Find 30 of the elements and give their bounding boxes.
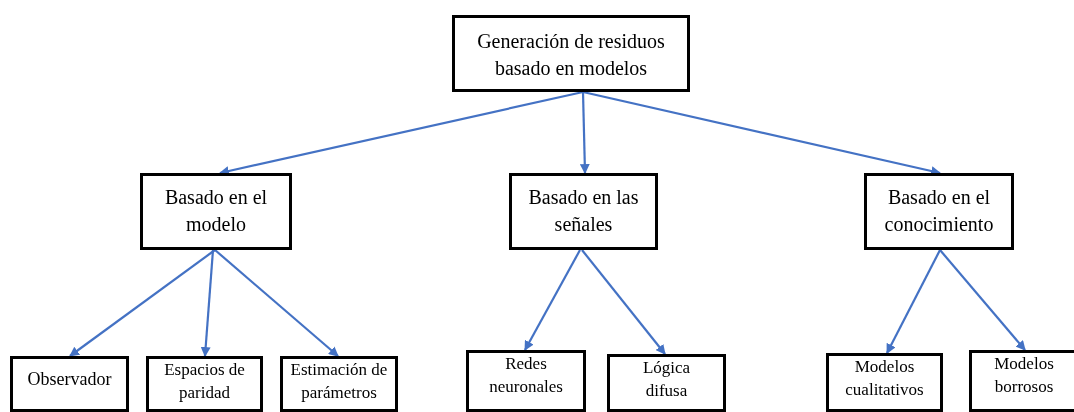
category-box	[509, 173, 658, 250]
arrow	[69, 249, 216, 357]
node-label: Lógica difusa	[641, 357, 692, 402]
node-label: Basado en el modelo	[163, 185, 269, 237]
arrow	[524, 249, 581, 351]
category-box	[146, 356, 263, 412]
category-box	[280, 356, 398, 412]
category-box	[969, 350, 1074, 412]
category-box	[466, 350, 586, 412]
arrow	[200, 249, 215, 357]
arrow	[581, 249, 666, 355]
category-box	[140, 173, 292, 250]
node-label: Estimación de parámetros	[289, 359, 389, 404]
node-label: Generación de residuos basado en modelos	[476, 29, 666, 81]
node-label: Espacios de paridad	[163, 359, 246, 404]
category-box	[452, 15, 690, 92]
arrow	[939, 249, 1026, 351]
arrow	[214, 249, 339, 357]
node-label: Basado en las señales	[527, 185, 640, 237]
node-label: Modelos cualitativos	[844, 356, 925, 401]
node-label: Redes neuronales	[488, 353, 564, 398]
arrow	[886, 249, 941, 354]
node-label: Basado en el conocimiento	[883, 185, 995, 237]
arrow	[579, 91, 590, 174]
category-box	[826, 353, 943, 412]
category-box	[607, 354, 726, 412]
category-box	[10, 356, 129, 412]
node-label: Observador	[27, 368, 112, 391]
node-label: Modelos borrosos	[993, 353, 1055, 398]
category-box	[864, 173, 1014, 250]
